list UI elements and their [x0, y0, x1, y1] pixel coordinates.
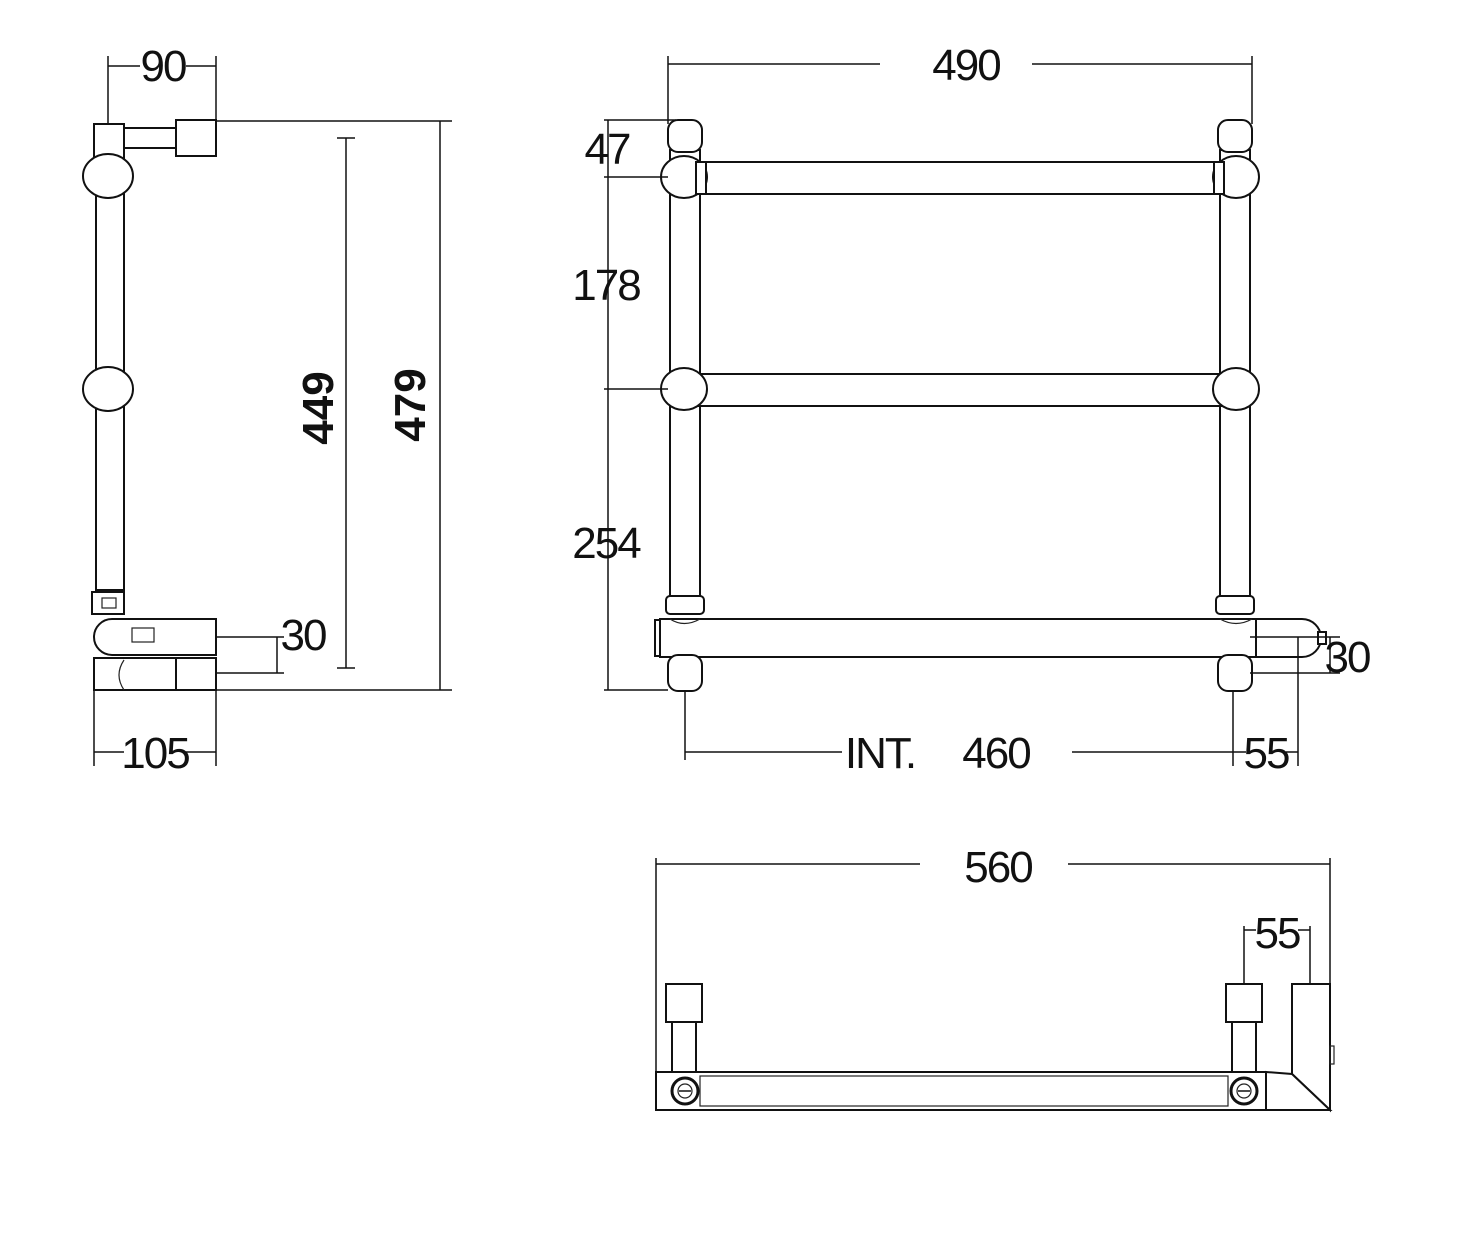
- front-right-middle-knob: [1212, 367, 1260, 411]
- side-bottom-wall-bracket: [175, 657, 217, 691]
- top-dim-total-width: 560: [964, 843, 1032, 892]
- front-right-collar: [1215, 595, 1255, 615]
- front-right-bottom-cap: [1217, 654, 1253, 692]
- front-dim-pipe-offset: 30: [1325, 633, 1370, 682]
- front-middle-rail: [695, 373, 1225, 407]
- side-knob-middle: [82, 366, 134, 412]
- side-dim-total-height: 479: [386, 368, 435, 441]
- side-base-curve: [118, 659, 125, 691]
- front-dim-int-label: INT.: [845, 729, 915, 778]
- front-left-top-cap: [667, 119, 703, 153]
- top-left-arm: [671, 1021, 697, 1075]
- top-right-bracket: [1225, 983, 1263, 1023]
- front-dim-interaxis: 460: [962, 729, 1030, 778]
- side-top-arm: [117, 127, 177, 149]
- side-top-wall-bracket: [175, 119, 217, 157]
- front-dim-lower-spacing: 254: [572, 519, 641, 568]
- side-bottom-collar: [91, 591, 125, 615]
- side-dim-inner-height: 449: [294, 371, 343, 444]
- front-dim-upper-spacing: 178: [572, 261, 640, 310]
- front-dim-width: 490: [932, 41, 1000, 90]
- front-dim-valve-offset: 55: [1244, 729, 1289, 778]
- top-rail: [655, 1071, 1267, 1111]
- side-dim-depth: 105: [121, 729, 189, 778]
- side-view: 90 449 479 30 105: [82, 42, 452, 778]
- front-heating-element: [1255, 618, 1322, 658]
- side-collar-slot: [101, 597, 117, 609]
- side-pipe-slot: [131, 627, 155, 643]
- front-bottom-pipe: [659, 618, 1261, 658]
- side-dim-pipe-offset: 30: [281, 611, 326, 660]
- top-dim-valve-offset: 55: [1255, 909, 1300, 958]
- front-dim-top-gap: 47: [585, 125, 630, 174]
- side-bottom-pipe: [93, 618, 217, 656]
- top-view: 560 55: [655, 843, 1335, 1113]
- side-dim-top-offset: 90: [141, 42, 186, 91]
- front-upper-rail: [695, 161, 1225, 195]
- side-knob-upper: [82, 153, 134, 199]
- front-left-bottom-cap: [667, 654, 703, 692]
- front-left-collar: [665, 595, 705, 615]
- front-view: 490 47 178 254 30 INT. 460 55: [572, 41, 1372, 778]
- front-right-top-cap: [1217, 119, 1253, 153]
- top-right-arm: [1231, 1021, 1257, 1075]
- top-left-bracket: [665, 983, 703, 1023]
